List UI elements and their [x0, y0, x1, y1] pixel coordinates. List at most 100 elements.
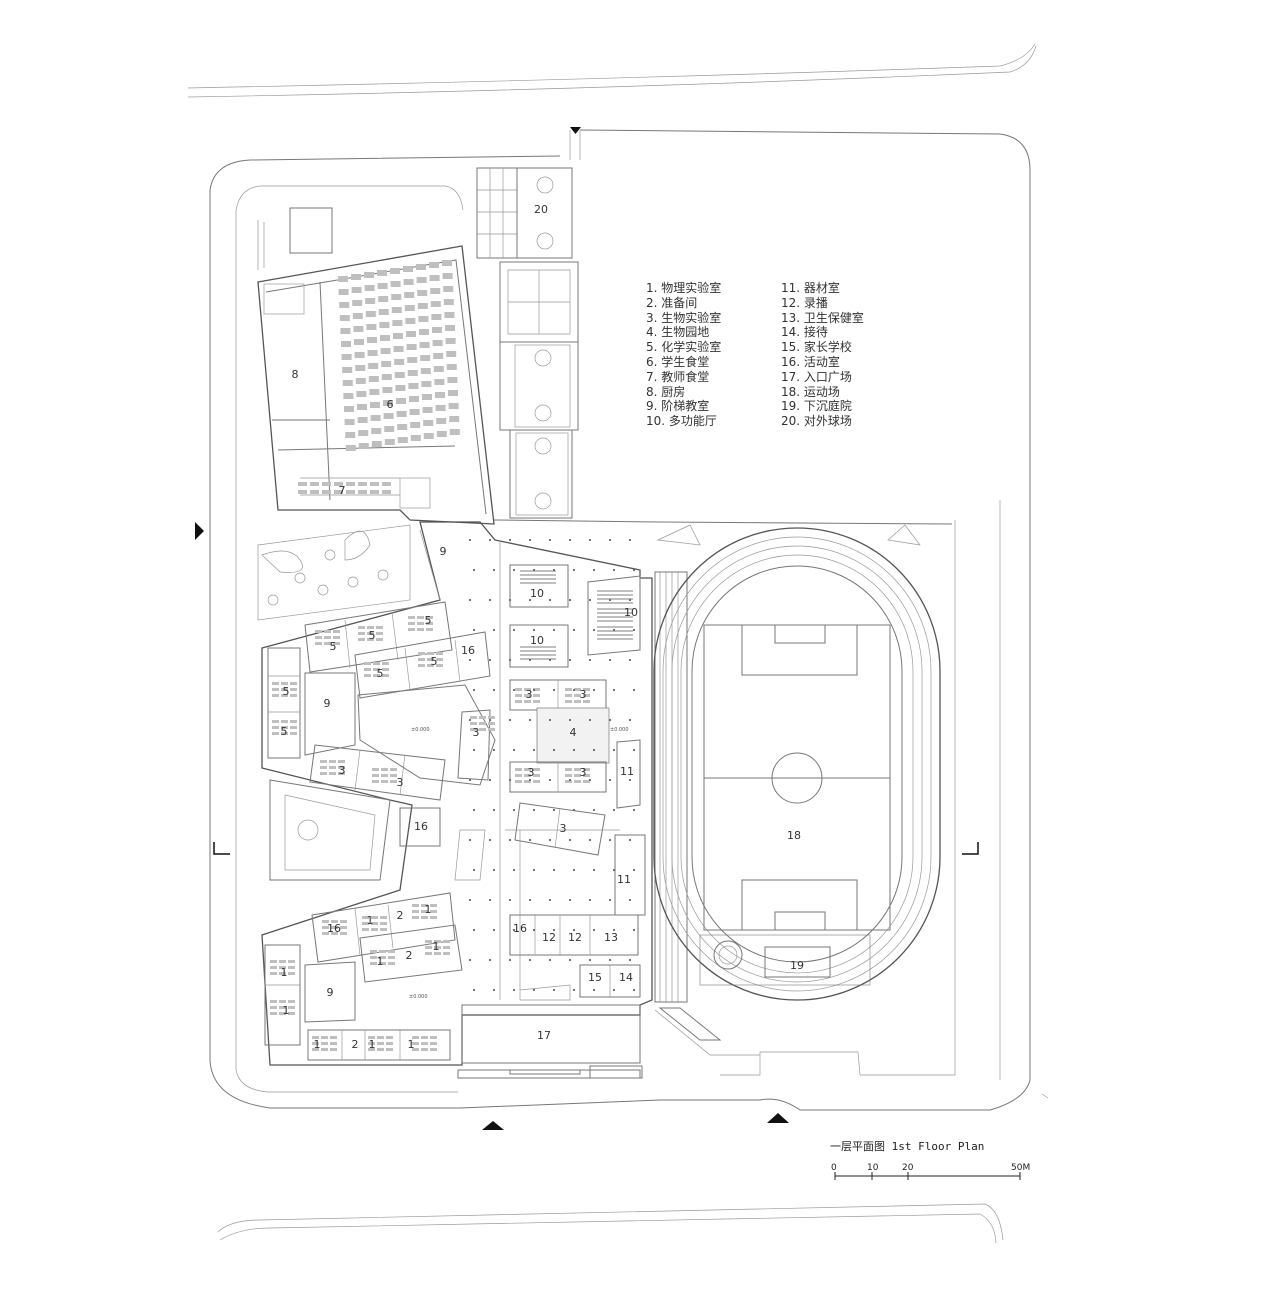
room-label: 16: [327, 922, 341, 935]
room-label: 3: [473, 726, 480, 739]
room-label: 3: [526, 688, 533, 701]
room-label: 11: [620, 765, 634, 778]
room-label: 2: [352, 1038, 359, 1051]
room-label: 10: [530, 587, 544, 600]
room-label: 1: [408, 1038, 415, 1051]
sports-field: [653, 524, 941, 1056]
scale-label-50: 50M: [1011, 1163, 1031, 1173]
teacher-seating: [298, 482, 391, 494]
road-bottom: [217, 1203, 1004, 1244]
legend-item: 9. 阶梯教室: [646, 399, 710, 414]
legend-item: 1. 物理实验室: [646, 281, 722, 295]
room-label: 1: [425, 903, 432, 916]
room-label: 3: [528, 766, 535, 779]
outdoor-courts: [476, 167, 953, 525]
room-label: 16: [461, 644, 475, 657]
room-label: 1: [369, 1038, 376, 1051]
room-label: 1: [283, 1004, 290, 1017]
legend-item: 20. 对外球场: [781, 414, 852, 429]
room-label: 15: [588, 971, 602, 984]
legend-item: 11. 器材室: [781, 281, 840, 295]
room-label: 5: [431, 655, 438, 668]
room-label: 3: [580, 766, 587, 779]
room-label: 20: [534, 203, 548, 216]
room-label: 6: [387, 398, 394, 411]
room-label: 3: [580, 688, 587, 701]
scale-label-10: 10: [867, 1163, 879, 1173]
room-label: 10: [624, 606, 638, 619]
main-building: [261, 521, 653, 1079]
scale-label-0: 0: [831, 1163, 837, 1173]
entry-markers: [195, 127, 979, 1130]
legend-item: 13. 卫生保健室: [781, 310, 864, 325]
legend-item: 19. 下沉庭院: [781, 399, 852, 414]
legend-item: 18. 运动场: [781, 384, 840, 399]
legend-item: 8. 厨房: [646, 384, 686, 399]
level-mark: ±0.000: [610, 727, 629, 733]
room-label: 16: [414, 820, 428, 833]
legend-item: 14. 接待: [781, 325, 828, 340]
room-labels: 20 8 6 7 9 10 10 10 5 5 5 5 5 5 5 16 9 3…: [281, 203, 805, 1051]
structural-columns: [468, 538, 636, 992]
canteen-seating: [338, 260, 460, 451]
level-mark: ±0.000: [411, 727, 430, 733]
room-label: 5: [369, 629, 376, 642]
legend-item: 5. 化学实验室: [646, 340, 722, 355]
west-courtyard: [257, 524, 411, 621]
room-label: 2: [397, 909, 404, 922]
room-label: 9: [327, 986, 334, 999]
room-label: 16: [513, 922, 527, 935]
room-label: 3: [339, 764, 346, 777]
room-label: 4: [570, 726, 577, 739]
room-label: 7: [339, 484, 346, 497]
room-label: 9: [324, 697, 331, 710]
room-label: 5: [330, 640, 337, 653]
legend-item: 7. 教师食堂: [646, 369, 710, 384]
room-label: 2: [406, 949, 413, 962]
room-label: 3: [560, 822, 567, 835]
legend-item: 3. 生物实验室: [646, 310, 722, 325]
legend-item: 15. 家长学校: [781, 340, 852, 355]
room-label: 3: [397, 776, 404, 789]
road-top: [187, 43, 1037, 98]
plan-title: 一层平面图 1st Floor Plan: [830, 1140, 985, 1153]
legend-item: 6. 学生食堂: [646, 354, 710, 369]
level-mark: ±0.000: [409, 994, 428, 1000]
room-label: 1: [367, 914, 374, 927]
legend-col2: 11. 器材室 12. 录播 13. 卫生保健室 14. 接待 15. 家长学校…: [781, 281, 864, 429]
room-label: 9: [440, 545, 447, 558]
legend-item: 4. 生物园地: [646, 325, 710, 340]
room-label: 11: [617, 873, 631, 886]
canteen-block: [257, 207, 495, 525]
room-label: 5: [377, 667, 384, 680]
room-label: 17: [537, 1029, 551, 1042]
classroom-desks: [270, 570, 633, 1051]
room-label: 8: [292, 368, 299, 381]
room-label: 14: [619, 971, 633, 984]
room-label: 1: [281, 966, 288, 979]
level-marks: ±0.000 ±0.000 ±0.000: [409, 727, 629, 1000]
north-tick: [1041, 1093, 1049, 1099]
legend-item: 17. 入口广场: [781, 369, 852, 384]
legend-item: 2. 准备间: [646, 295, 698, 310]
room-label: 1: [433, 940, 440, 953]
room-label: 1: [377, 955, 384, 968]
room-label: 10: [530, 634, 544, 647]
scale-label-20: 20: [902, 1163, 914, 1173]
room-label: 5: [281, 725, 288, 738]
legend-item: 12. 录播: [781, 295, 828, 310]
room-label: 19: [790, 959, 804, 972]
legend-item: 16. 活动室: [781, 354, 840, 369]
legend-item: 10. 多功能厅: [646, 414, 717, 429]
site-boundary: [209, 129, 1031, 1111]
room-label: 12: [542, 931, 556, 944]
room-label: 18: [787, 829, 801, 842]
room-label: 13: [604, 931, 618, 944]
legend-col1: 1. 物理实验室 2. 准备间 3. 生物实验室 4. 生物园地 5. 化学实验…: [646, 281, 721, 429]
room-label: 1: [314, 1038, 321, 1051]
scale-bar: [834, 1172, 1021, 1180]
room-label: 5: [283, 685, 290, 698]
room-label: 12: [568, 931, 582, 944]
room-label: 5: [425, 614, 432, 627]
